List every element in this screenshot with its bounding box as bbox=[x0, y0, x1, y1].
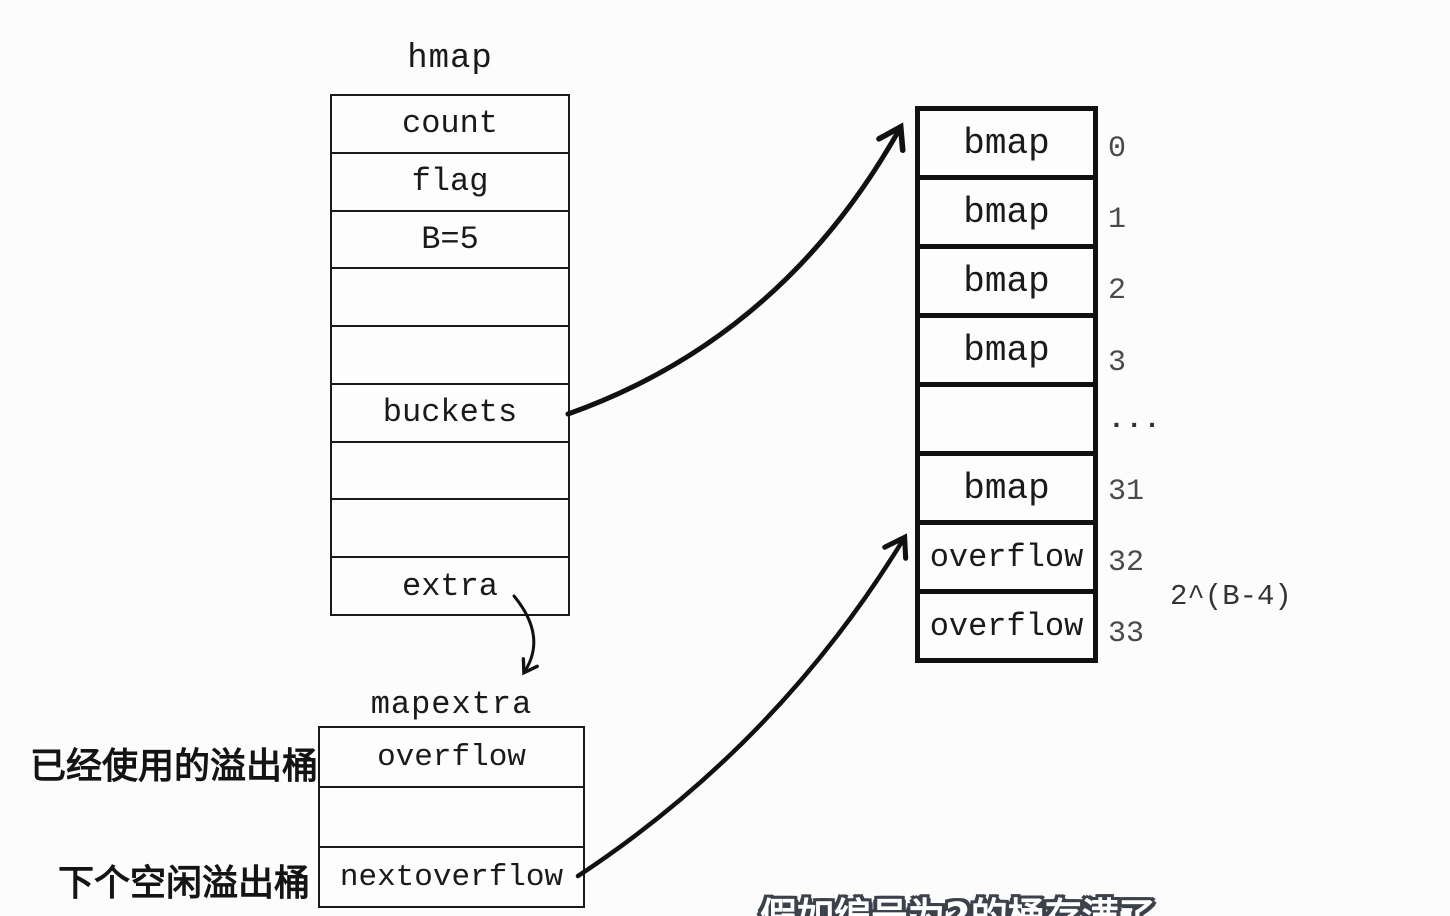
bucket-index-2: 2 bbox=[1108, 274, 1127, 309]
nextoverflow-pointer-arrow bbox=[575, 533, 909, 879]
mapextra-row-nextoverflow: nextoverflow bbox=[320, 846, 583, 906]
bucket-index-column: 0 1 2 3 ... 31 32 33 bbox=[1108, 106, 1198, 663]
mapextra-row-empty bbox=[320, 786, 583, 846]
bucket-row-3: bmap bbox=[920, 313, 1093, 382]
overflow-count-note: 2^(B-4) bbox=[1170, 580, 1292, 613]
bucket-row-dots bbox=[920, 382, 1093, 451]
bucket-index-32: 32 bbox=[1108, 545, 1145, 580]
hmap-row-empty-4 bbox=[332, 498, 568, 556]
bucket-index-0: 0 bbox=[1108, 131, 1127, 166]
used-overflow-buckets-label: 已经使用的溢出桶 bbox=[30, 746, 319, 786]
next-free-overflow-bucket-label: 下个空闲溢出桶 bbox=[58, 863, 311, 903]
bucket-row-2: bmap bbox=[920, 244, 1093, 313]
bucket-index-3: 3 bbox=[1108, 345, 1127, 380]
hmap-row-extra: extra bbox=[332, 556, 568, 614]
bucket-index-31: 31 bbox=[1108, 474, 1145, 509]
bucket-row-0: bmap bbox=[963, 122, 1050, 164]
mapextra-title: mapextra bbox=[370, 686, 533, 723]
bucket-row-31: bmap bbox=[920, 451, 1093, 520]
hmap-row-empty-2 bbox=[332, 325, 568, 383]
bucket-row-32: overflow bbox=[920, 520, 1093, 589]
mapextra-row-overflow: overflow bbox=[377, 739, 526, 775]
buckets-pointer-arrow bbox=[565, 122, 906, 417]
bucket-index-1: 1 bbox=[1108, 203, 1127, 238]
hmap-row-count: count bbox=[401, 105, 498, 143]
hmap-table: count flag B=5 buckets extra bbox=[330, 94, 570, 616]
hmap-row-b: B=5 bbox=[332, 209, 568, 268]
hmap-title: hmap bbox=[407, 40, 493, 78]
bucket-index-dots: ... bbox=[1108, 404, 1162, 436]
bucket-row-33: overflow bbox=[920, 589, 1093, 658]
hmap-row-empty-1 bbox=[332, 267, 568, 325]
bucket-row-1: bmap bbox=[920, 175, 1093, 244]
hmap-row-flag: flag bbox=[332, 151, 568, 210]
hmap-row-buckets: buckets bbox=[332, 382, 568, 441]
bucket-array-table: bmap bmap bmap bmap bmap overflow overfl… bbox=[915, 106, 1098, 663]
bucket-index-33: 33 bbox=[1108, 617, 1145, 652]
hmap-row-empty-3 bbox=[332, 440, 568, 499]
mapextra-table: overflow nextoverflow bbox=[318, 726, 585, 908]
subtitle-caption: 假如编号为2的桶存满了 bbox=[760, 886, 1156, 916]
